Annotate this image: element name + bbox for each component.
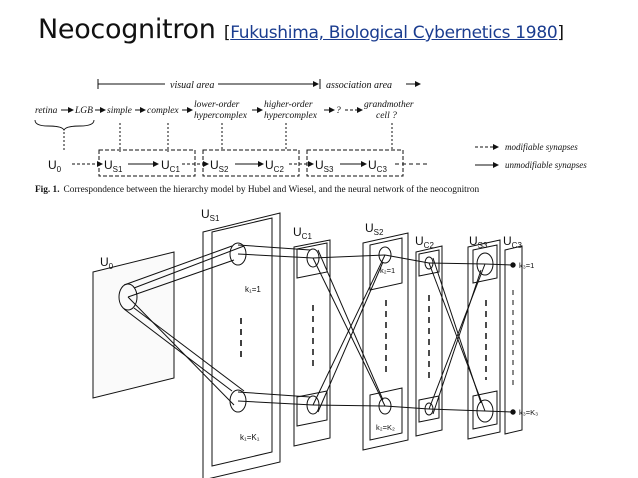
fig2-uc1-label: UC1 [293,225,312,241]
us1-outer [202,212,281,478]
fig1-uc1: UC1 [161,158,180,174]
fig2-u0-label: U0 [100,255,114,271]
us1-inner [211,217,273,467]
k2-top: k₂=1 [380,266,395,275]
us3-plane [467,239,501,440]
association-area-label: association area [326,80,392,91]
reference-link[interactable]: Fukushima, Biological Cybernetics 1980 [230,23,558,43]
hier-complex: complex [147,106,179,116]
hier-hypercomplex-2: hypercomplex [264,111,318,121]
fig1-u0: U0 [48,158,62,174]
hier-lgb: LGB [74,106,93,116]
us2-plane [362,232,409,451]
uc1-plane [293,239,331,447]
fig1-uc3: UC3 [368,158,387,174]
fig2-us1-label: US1 [201,207,220,223]
fig1-uc2: UC2 [265,158,284,174]
hier-cell: cell ? [376,111,397,121]
hier-higher-order: higher-order [264,100,313,110]
reference: [Fukushima, Biological Cybernetics 1980] [224,23,564,43]
uc2-plane [415,245,443,437]
hier-hypercomplex-1: hypercomplex [194,111,248,121]
k1-bottom: k₁=K₁ [240,433,260,442]
k3-top: k₃=1 [519,261,534,270]
hier-lower-order: lower-order [194,100,240,110]
u0-plane [92,251,175,399]
fig2-uc2-label: UC2 [415,234,434,250]
slide-title: Neocognitron [Fukushima, Biological Cybe… [38,14,564,45]
uc3-plane [504,245,523,435]
fig1-caption: Fig. 1.Correspondence between the hierar… [35,184,480,195]
fig2-uc3-label: UC3 [503,234,522,250]
fig1-us2: US2 [210,158,229,174]
k3-bottom: k₃=K₃ [519,408,538,417]
fig1-hierarchy: visual area association area retina LGB … [34,79,587,195]
hier-grandmother: grandmother [364,100,414,110]
fig1-us1: US1 [104,158,123,174]
fig2-us2-label: US2 [365,221,384,237]
fig2-network: U0 US1 k₁=1 k₁=K₁ UC1 US2 k₂=1 k₂=K₂ UC [92,207,538,478]
ref-open: [ [223,23,231,43]
legend-modifiable: modifiable synapses [505,142,578,152]
k1-top: k₁=1 [245,285,261,294]
ref-close: ] [557,23,564,43]
fig2-us3-label: US3 [469,234,488,250]
k2-bottom: k₂=K₂ [376,423,395,432]
visual-area-label: visual area [170,80,214,91]
fig1-us3: US3 [315,158,334,174]
hier-retina: retina [35,106,58,116]
hier-question: ? [336,106,341,116]
title-text: Neocognitron [38,14,216,45]
hier-simple: simple [107,106,132,116]
legend-unmodifiable: unmodifiable synapses [505,160,587,170]
